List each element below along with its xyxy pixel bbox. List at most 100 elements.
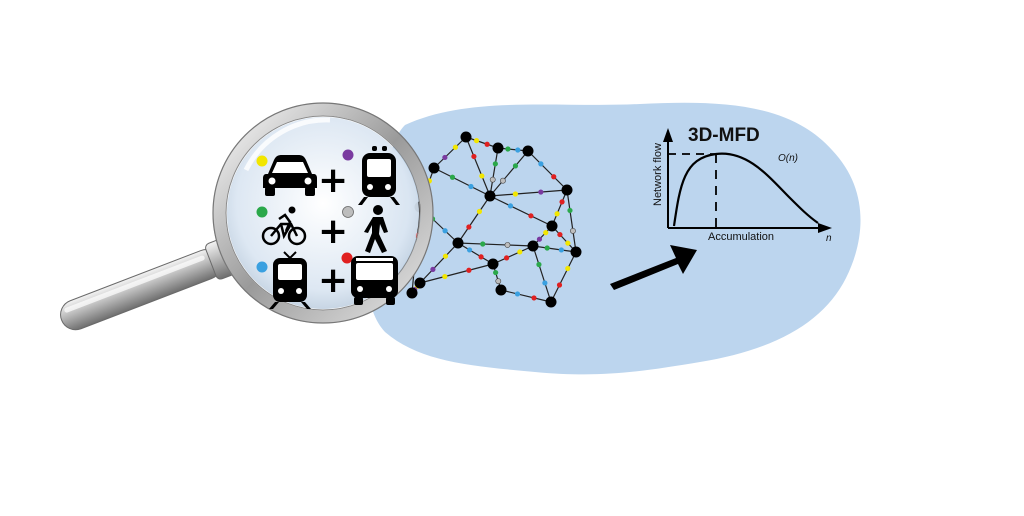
network-node (495, 284, 507, 296)
plus-sign-3: + (318, 260, 348, 301)
vehicle-dot (452, 144, 459, 150)
arrow-icon (610, 245, 697, 290)
network-node (522, 145, 534, 157)
vehicle-dot (478, 254, 484, 260)
vehicle-dot (505, 146, 511, 152)
vehicle-dot (554, 211, 560, 217)
vehicle-dot (551, 174, 557, 180)
network-link (550, 251, 577, 303)
vehicle-dot (430, 266, 436, 272)
vehicle-dot (536, 236, 543, 242)
vehicle-dot (476, 208, 483, 215)
network-link (489, 150, 529, 197)
network-link (489, 147, 499, 197)
network-link (465, 136, 491, 197)
mode-row-1: + (256, 146, 400, 205)
vehicle-dot (466, 247, 473, 253)
vehicle-dot (512, 163, 519, 169)
light-rail-icon (269, 251, 311, 309)
vehicle-dot (570, 228, 576, 234)
mode-dot-red (341, 252, 353, 264)
network-node (487, 258, 499, 270)
bicycle-icon (261, 206, 307, 246)
vehicle-dot (507, 203, 514, 209)
network-link (457, 242, 534, 247)
transport-modes: + + (256, 146, 400, 309)
mode-dot-green (256, 206, 268, 218)
mode-dot-blue (256, 261, 268, 273)
vehicle-dot (567, 207, 573, 214)
network-link (489, 195, 553, 227)
mfd-y-axis-label: Network flow (652, 143, 664, 206)
vehicle-dot (466, 267, 472, 273)
network-link (457, 195, 491, 244)
network-node (452, 237, 464, 249)
vehicle-dot (512, 191, 519, 197)
mode-dot-purple (342, 149, 354, 161)
tram-icon (358, 146, 400, 205)
vehicle-dot (531, 295, 537, 301)
vehicle-dot (504, 255, 510, 261)
vehicle-dot (471, 153, 477, 160)
network-link (532, 245, 577, 253)
network-link (551, 225, 577, 253)
magnifier-rim (212, 102, 434, 324)
vehicle-dot (559, 199, 565, 205)
vehicle-dot (544, 245, 550, 251)
bus-icon (351, 256, 398, 305)
mode-row-3: + (256, 251, 398, 309)
vehicle-dot (538, 189, 544, 195)
mfd-order-label: O(n) (778, 153, 798, 164)
network-link (465, 136, 499, 149)
pedestrian-icon (364, 205, 388, 253)
network-link (532, 245, 552, 303)
vehicle-dot (565, 240, 571, 246)
vehicle-dot (489, 176, 496, 183)
vehicle-dot (504, 242, 511, 248)
network-link (492, 245, 534, 265)
mfd-title: 3D-MFD (688, 125, 760, 146)
network-link (527, 150, 568, 191)
network-node (460, 131, 472, 143)
network-node (406, 287, 418, 299)
vehicle-dot (493, 269, 499, 276)
mode-dot-yellow (256, 155, 268, 167)
network-link (551, 189, 568, 227)
vehicle-dot (515, 147, 521, 153)
network-node (561, 184, 573, 196)
mode-row-2: + (256, 205, 388, 253)
network-link (419, 263, 494, 284)
mfd-x-axis-label: Accumulation (708, 231, 774, 243)
network-link (489, 189, 568, 197)
car-icon (263, 155, 317, 196)
mfd-plot: 3D-MFD Network flow Accumulation O(n) n (652, 125, 832, 244)
mfd-curve (672, 152, 819, 227)
vehicle-dot (528, 213, 534, 219)
vehicle-dot (543, 230, 549, 236)
vehicle-dot (479, 173, 485, 179)
vehicle-dot (538, 161, 544, 167)
mode-dot-gray (342, 206, 354, 218)
vehicle-dot (466, 224, 472, 230)
network-link (433, 167, 491, 197)
vehicle-dot (495, 278, 502, 285)
vehicle-dot (542, 280, 548, 286)
vehicle-dot (480, 241, 486, 247)
network-link (566, 189, 577, 253)
vehicle-dot (536, 261, 542, 268)
plus-sign-1: + (318, 160, 348, 201)
network-node (545, 296, 557, 308)
network-node (492, 142, 504, 154)
vehicle-dot (514, 291, 521, 297)
network-link (500, 289, 552, 303)
vehicle-dot (556, 282, 563, 288)
network-node (414, 277, 426, 289)
network-link (433, 136, 467, 169)
vehicle-dot (442, 154, 448, 161)
vehicle-dot (500, 177, 506, 184)
vehicle-dot (442, 253, 449, 259)
plus-sign-2: + (318, 211, 348, 252)
vehicle-dot (442, 273, 448, 280)
vehicle-dot (558, 247, 564, 253)
vehicle-dot (449, 174, 456, 180)
